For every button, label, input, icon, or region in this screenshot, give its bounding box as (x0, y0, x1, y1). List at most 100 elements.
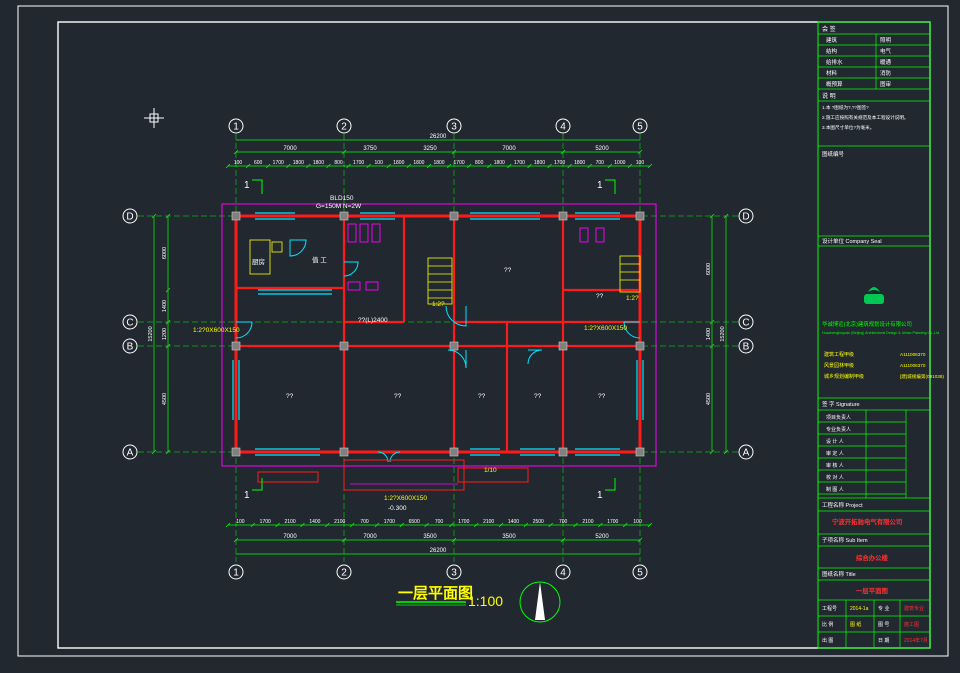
overall-dim-value: 26200 (430, 548, 447, 554)
axis-label: A (743, 448, 750, 459)
axis-label: C (742, 318, 749, 329)
top-chain-dim-value: 1800 (293, 160, 304, 166)
axis-label: C (126, 318, 133, 329)
axis-label: 1 (233, 568, 239, 579)
left-span-dim-value: 6000 (162, 247, 168, 259)
bottom-chain-dim-value: 2100 (582, 519, 593, 525)
right-span-dim-value: 1400 (706, 328, 712, 340)
top-chain-dim-value: 1800 (534, 160, 545, 166)
axis-label: 2 (341, 568, 347, 579)
bottom-span-dim-value: 3500 (423, 534, 437, 540)
drawing-number-label: 图纸编号 (822, 150, 845, 158)
countersign-heading: 会 签 (822, 25, 836, 33)
bottom-chain-dim-tick (275, 522, 280, 528)
axis-bubble (228, 118, 244, 134)
countersign-discipline: 建筑 (826, 36, 838, 44)
top-span-dim-value: 7000 (502, 146, 516, 152)
axis-label: 5 (637, 568, 643, 579)
countersign-discipline: 图审 (880, 80, 892, 88)
countersign-discipline: 消防 (880, 69, 892, 77)
signer-role: 校 对 人 (826, 474, 844, 481)
slab-outline (221, 203, 657, 467)
note-line: 1.本 ?图纸为?,??图签? (822, 104, 869, 111)
top-chain-dim-tick (567, 163, 572, 169)
signer-role: 设 计 人 (826, 438, 844, 445)
top-chain-dim-value: 100 (636, 160, 645, 166)
countersign-discipline: 概预算 (826, 80, 843, 88)
top-chain-dim-tick (346, 163, 351, 169)
door-swings (235, 239, 641, 463)
top-chain-dim-value: 700 (596, 160, 605, 166)
axis-bubble (632, 564, 648, 580)
structural-columns (231, 211, 645, 457)
lintel-label: 1:2?0X600X150 (193, 327, 240, 334)
right-span-dim-tick (709, 343, 715, 349)
right-span-dim-value: 6000 (706, 263, 712, 275)
axis-bubble (738, 338, 754, 354)
drawing-name-heading: 图纸名称 Title (822, 570, 856, 578)
meta-value: 建筑专业 (904, 605, 924, 612)
project-heading: 工程名称 Project (822, 501, 863, 509)
drawing-title: 一层平面图 1:100 (396, 585, 503, 609)
meta-label: 日 期 (878, 638, 889, 644)
overall-dim-value: 26200 (430, 134, 447, 140)
section-mark-label: 1 (244, 490, 250, 501)
right-total-dim-value: 15200 (720, 326, 726, 341)
top-chain-dim-tick (587, 163, 592, 169)
axis-bubble (632, 118, 648, 134)
axis-label: A (127, 448, 134, 459)
signature-heading: 签 字 Signature (822, 400, 860, 408)
room-label: ?? (478, 393, 486, 400)
countersign-discipline: 电气 (880, 47, 892, 55)
axis-label: 1 (233, 122, 239, 133)
axis-label: B (127, 342, 134, 353)
stairs (427, 255, 641, 305)
interior-walls (236, 216, 640, 452)
top-span-dim-value: 7000 (283, 146, 297, 152)
signer-role: 专业负责人 (826, 426, 851, 433)
axis-label: D (742, 212, 749, 223)
bottom-chain-dim-tick (573, 522, 578, 528)
top-span-dim-value: 5200 (595, 146, 609, 152)
bottom-chain-dim-value: 1400 (508, 519, 519, 525)
top-span-dim-value: 3750 (363, 146, 377, 152)
right-span-dim-tick (709, 319, 715, 325)
axis-bubble (555, 118, 571, 134)
drawing-scale: 1:100 (468, 593, 503, 609)
bottom-chain-dim-value: 100 (633, 519, 642, 525)
top-chain-dim-tick (647, 163, 653, 169)
top-chain-dim-value: 1700 (554, 160, 565, 166)
signer-role: 审 定 人 (826, 450, 844, 457)
top-chain-dim-value: 1000 (614, 160, 625, 166)
bottom-chain-dim-tick (498, 522, 504, 528)
top-span-dim-tick (560, 149, 566, 155)
certificate-type: 风景园林甲级 (824, 362, 854, 369)
bottom-chain-dim-tick (598, 522, 603, 528)
title-block-content: 会 签建筑照明结构电气给排水暖通材料消防概预算图审说 明1.本 ?图纸为?,??… (818, 25, 944, 649)
right-span-dim-value: 4500 (706, 393, 712, 405)
drawing-name: 一层平面图 (856, 586, 888, 595)
door-note: ??(L)2400 (358, 317, 388, 324)
bottom-chain-dim-tick (473, 522, 479, 528)
top-chain-dim-value: 1800 (433, 160, 444, 166)
bottom-chain-dim-tick (349, 522, 355, 528)
bottom-chain-dim-value: 700 (559, 519, 568, 525)
stair-slope-label: 1:2? (432, 301, 445, 308)
bottom-chain-dim-value: 1700 (384, 519, 395, 525)
top-chain-dim-value: 1800 (313, 160, 324, 166)
axis-label: B (743, 342, 750, 353)
bottom-span-dim-value: 3500 (502, 534, 516, 540)
axis-bubble (122, 314, 138, 330)
section-mark-label: 1 (244, 180, 250, 191)
axis-bubble (446, 118, 462, 134)
left-span-dim-tick (165, 449, 171, 455)
bottom-span-dim-value: 7000 (363, 534, 377, 540)
room-label-work: 值 工 (312, 255, 327, 264)
countersign-discipline: 结构 (826, 47, 838, 55)
bottom-chain-dim-value: 2100 (483, 519, 494, 525)
meta-label: 专 业 (878, 605, 889, 612)
bottom-chain-dim-value: 1700 (458, 519, 469, 525)
meta-label: 工程号 (822, 605, 837, 612)
meta-value: 2014年7月 (904, 637, 928, 644)
